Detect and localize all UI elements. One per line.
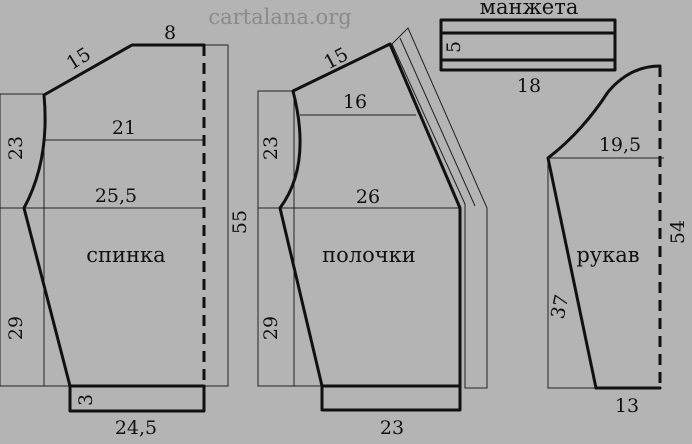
- front-chest-dim: 26: [356, 186, 380, 208]
- back-side-dim: 29: [5, 316, 27, 340]
- front-label: полочки: [322, 243, 416, 267]
- back-height-guide: [204, 44, 229, 387]
- front-bottom-dim: 23: [380, 417, 404, 439]
- cuff-height-dim: 5: [443, 41, 465, 53]
- front-top-width-dim: 16: [343, 91, 367, 113]
- front-side-dim: 29: [260, 316, 282, 340]
- cuff-piece: манжета 5 18: [439, 0, 617, 97]
- front-outline: [278, 42, 462, 388]
- front-placket-band: [391, 27, 488, 389]
- front-piece: 15 16 23 26 29 23 полочки: [257, 27, 488, 439]
- back-height-dim: 55: [229, 210, 251, 234]
- front-placket-inner: [399, 37, 476, 207]
- back-label: спинка: [86, 243, 165, 267]
- back-chest-top-dim: 21: [112, 117, 136, 139]
- front-hem-band: [320, 384, 462, 412]
- sleeve-outline: [546, 64, 662, 390]
- cuff-width-dim: 18: [517, 75, 541, 97]
- watermark: cartalana.org: [208, 5, 351, 29]
- back-piece: 15 8 23 21 25,5 55 29 3 24,5 спинка: [0, 22, 251, 439]
- sleeve-length-dim: 54: [667, 220, 689, 244]
- cuff-label: манжета: [480, 0, 579, 19]
- front-shoulder-dim: 15: [320, 43, 352, 74]
- sleeve-piece: 19,5 54 37 13 рукав: [546, 64, 689, 417]
- back-armhole-dim: 23: [5, 136, 27, 160]
- sleeve-seam-dim: 37: [547, 293, 574, 321]
- sleeve-top-dim: 19,5: [599, 134, 641, 156]
- back-hem-band: [68, 384, 206, 413]
- back-outline: [22, 43, 206, 388]
- sleeve-left-guide: [547, 158, 596, 389]
- cuff-outline: [439, 18, 617, 72]
- back-chest-dim: 25,5: [95, 185, 137, 207]
- back-hem-band-dim: 3: [75, 394, 97, 406]
- front-armhole-dim: 23: [260, 136, 282, 160]
- sleeve-bottom-dim: 13: [615, 395, 639, 417]
- back-bottom-dim: 24,5: [115, 417, 157, 439]
- sleeve-label: рукав: [576, 243, 639, 267]
- back-neck-dim: 8: [164, 22, 176, 44]
